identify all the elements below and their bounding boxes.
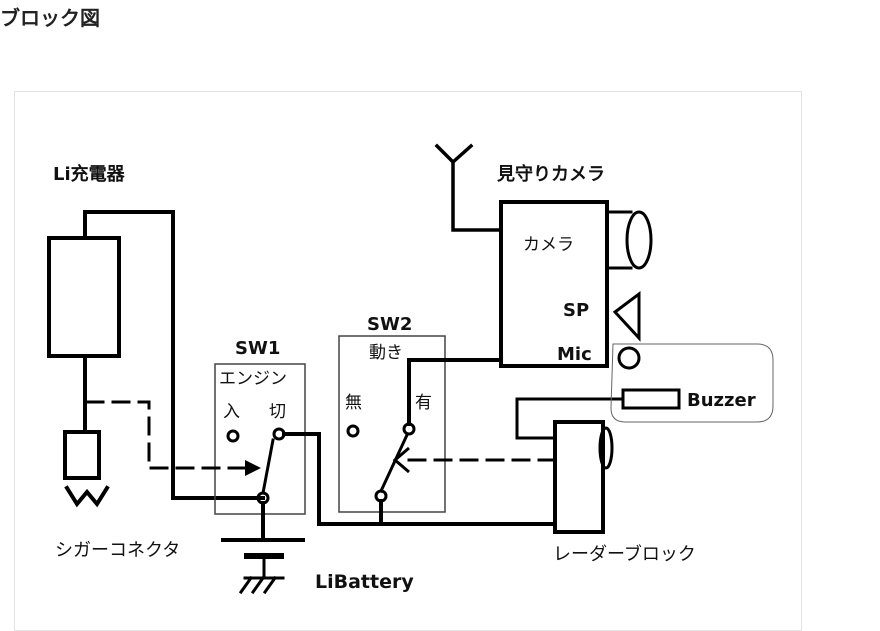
charger-box — [47, 236, 121, 358]
ground-symbol — [238, 554, 285, 595]
sw2-lever — [379, 433, 409, 493]
buzzer-highlight — [610, 343, 774, 423]
radar-box — [553, 420, 605, 534]
sw2-on-label: 有 — [415, 393, 432, 413]
sw1-on-terminal — [226, 429, 240, 443]
sw1-title: SW1 — [235, 338, 280, 359]
charger-label: Li充電器 — [53, 163, 126, 185]
page-title: ブロック図 — [0, 6, 100, 30]
buzzer-box — [621, 388, 681, 410]
sw1-on-label: 入 — [223, 402, 240, 422]
sw2-off-terminal — [346, 424, 360, 438]
sw2-box — [338, 335, 446, 513]
cigar-connector-tip — [64, 485, 110, 508]
dashed-cigar-to-sw1 — [85, 400, 247, 470]
block-diagram: Li充電器 シガーコネクタ LiBattery SW1 エンジン 入 切 SW2… — [14, 91, 802, 631]
block-diagram-canvas: Li充電器 シガーコネクタ LiBattery SW1 エンジン 入 切 SW2… — [47, 143, 774, 595]
wire-charger-top — [83, 210, 265, 500]
wire-buzzer — [515, 397, 625, 440]
antenna — [434, 143, 503, 232]
camera-box — [499, 200, 609, 368]
sw1-lever — [261, 438, 275, 495]
arrow-head-sw2 — [392, 446, 410, 474]
mic-symbol — [617, 346, 641, 370]
radar-sensor — [598, 426, 614, 470]
camera-title: 見守りカメラ — [496, 163, 605, 185]
battery-label: LiBattery — [315, 571, 414, 593]
sw1-off-label: 切 — [269, 402, 286, 422]
radar-label: レーダーブロック — [553, 543, 696, 565]
wire-sw1-out — [282, 432, 557, 526]
buzzer-label: Buzzer — [687, 390, 756, 411]
wire-sw2-camera — [407, 358, 503, 426]
camera-lens — [605, 210, 633, 270]
arrow-head-sw1 — [245, 460, 261, 476]
sw2-subtitle: 動き — [369, 343, 403, 363]
sw1-box — [214, 363, 306, 515]
sw1-subtitle: エンジン — [219, 369, 287, 389]
speaker-symbol — [612, 291, 641, 342]
cigar-label: シガーコネクタ — [55, 540, 180, 561]
mic-label: Mic — [557, 344, 592, 365]
camera-lens-end — [625, 210, 653, 270]
camera-inner-label: カメラ — [523, 235, 574, 255]
sw2-off-label: 無 — [345, 393, 362, 413]
cigar-connector — [63, 430, 101, 480]
sp-label: SP — [563, 300, 589, 321]
sw2-title: SW2 — [367, 314, 412, 335]
